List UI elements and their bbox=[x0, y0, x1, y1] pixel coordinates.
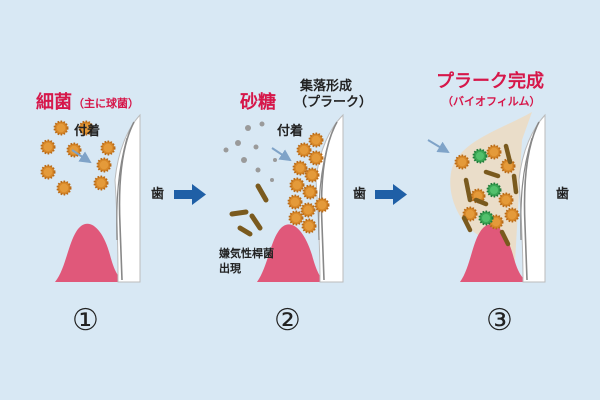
attach-label: 付着 bbox=[277, 124, 304, 139]
attach-arrow-icon bbox=[71, 149, 92, 164]
panel-1 bbox=[40, 113, 141, 283]
bacteria-subtitle: （主に球菌） bbox=[73, 97, 139, 110]
step-number-1: ① bbox=[72, 303, 99, 338]
colony-label-line1: 集落形成 bbox=[300, 79, 353, 94]
tooth-label: 歯 bbox=[353, 187, 367, 202]
step-number-2: ② bbox=[274, 303, 301, 338]
attach-label: 付着 bbox=[74, 124, 101, 139]
plaque-complete-title: プラーク完成 bbox=[436, 71, 544, 92]
gum-shape bbox=[55, 223, 125, 282]
colony-label-line2: （プラーク） bbox=[294, 95, 373, 110]
biofilm-subtitle: （バイオフィルム） bbox=[442, 95, 541, 108]
progress-arrow-icon bbox=[174, 184, 206, 205]
attach-arrow-icon bbox=[271, 147, 292, 162]
bacteria-title: 細菌 bbox=[36, 92, 72, 113]
anaerobe-label-line1: 嫌気性桿菌 bbox=[219, 247, 274, 260]
anaerobic-rods bbox=[229, 183, 269, 237]
gum-shape bbox=[257, 224, 325, 282]
biofilm-rods bbox=[461, 143, 519, 247]
tooth-label: 歯 bbox=[151, 187, 165, 202]
sugar-title: 砂糖 bbox=[240, 92, 276, 113]
panel-3 bbox=[427, 112, 546, 283]
tooth-label: 歯 bbox=[556, 187, 570, 202]
sugar-particles bbox=[223, 121, 277, 182]
anaerobe-label-line2: 出現 bbox=[219, 262, 241, 275]
panel-2 bbox=[223, 113, 344, 283]
progress-arrow-icon bbox=[375, 184, 407, 205]
gum-shape bbox=[460, 224, 528, 282]
step-number-3: ③ bbox=[486, 303, 513, 338]
attach-arrow-icon bbox=[427, 139, 450, 154]
